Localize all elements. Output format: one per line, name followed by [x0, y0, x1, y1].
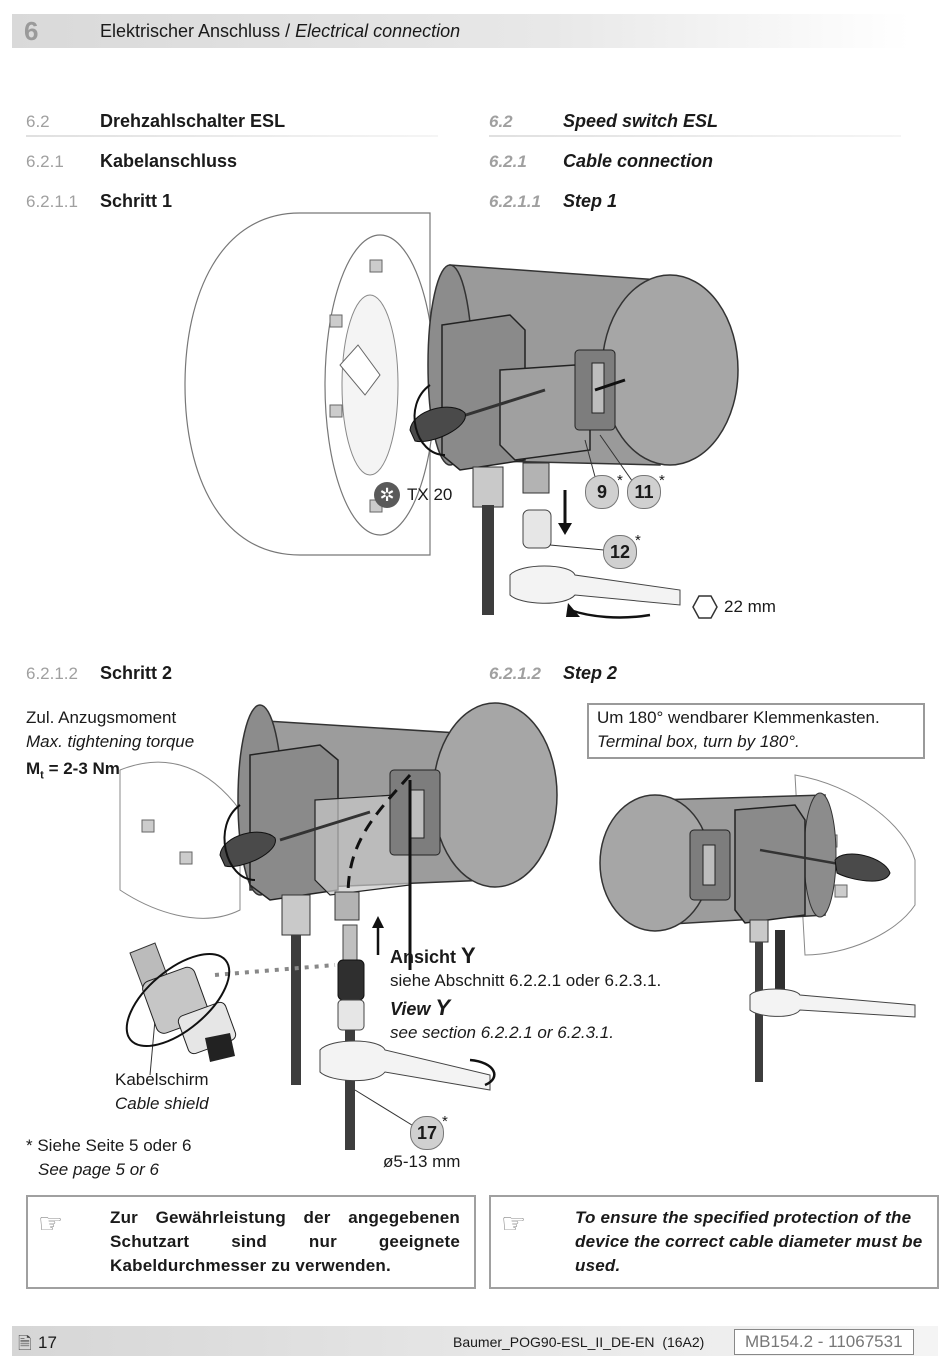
callout-12-asterisk: *: [635, 532, 641, 549]
turn-box-en: Terminal box, turn by 180°.: [597, 732, 800, 751]
note-text-en: To ensure the specified protection of th…: [575, 1208, 923, 1275]
wrench-size-label: 22 mm: [724, 597, 776, 616]
callout-9: 9: [585, 475, 619, 509]
subsection-number-de: 6.2.1: [26, 152, 64, 171]
pointing-hand-icon: ☞: [38, 1208, 64, 1239]
page-number: 17: [38, 1333, 57, 1352]
chapter-number: 6: [24, 16, 39, 46]
footnote-en: See page 5 or 6: [38, 1160, 159, 1179]
header-bar: [12, 14, 910, 48]
torque-label-de: Zul. Anzugsmoment: [26, 708, 177, 727]
step1-title-de: Schritt 1: [100, 191, 173, 211]
callout-12: 12: [603, 535, 637, 569]
callout-11: 11: [627, 475, 661, 509]
view-ref-en: see section 6.2.2.1 or 6.2.3.1.: [390, 1023, 614, 1042]
callout-11-asterisk: *: [659, 472, 665, 489]
turned-encoder-illustration: [599, 774, 916, 1082]
callout-17: 17: [410, 1116, 444, 1150]
cable-shield-label-en: Cable shield: [115, 1094, 209, 1113]
hex-wrench-icon: [692, 595, 718, 619]
section-title-de: Drehzahlschalter ESL: [100, 111, 286, 131]
chapter-title: Elektrischer Anschluss / Electrical conn…: [100, 21, 461, 41]
view-ref-de: siehe Abschnitt 6.2.2.1 oder 6.2.3.1.: [390, 971, 662, 990]
step1-number-de: 6.2.1.1: [26, 192, 78, 211]
torque-value: Mt = 2-3 Nm: [26, 759, 120, 782]
torx-icon: ✲: [374, 482, 400, 508]
section-rule-de: [26, 135, 438, 137]
torque-label-en: Max. tightening torque: [26, 732, 195, 751]
doc-name: Baumer_POG90-ESL_II_DE-EN (16A2): [453, 1334, 705, 1350]
callout-17-asterisk: *: [442, 1113, 448, 1130]
cable-diameter-label: ø5-13 mm: [383, 1152, 461, 1171]
turn-box: [587, 703, 925, 759]
cable-shield-detail: [125, 942, 237, 1062]
callout-9-asterisk: *: [617, 472, 623, 489]
step2-illustration: [119, 702, 558, 1150]
view-label-en: View Y: [390, 995, 451, 1020]
cable-shield-label-de: Kabelschirm: [115, 1070, 209, 1089]
footnote-de: * Siehe Seite 5 oder 6: [26, 1136, 192, 1155]
doc-code: MB154.2 - 11067531: [734, 1329, 914, 1355]
subsection-title-en: Cable connection: [563, 151, 714, 171]
section-number-en: 6.2: [489, 112, 513, 131]
step1-number-en: 6.2.1.1: [489, 192, 541, 211]
step1-title-en: Step 1: [563, 191, 618, 211]
subsection-number-en: 6.2.1: [489, 152, 527, 171]
view-label-de: Ansicht Y: [390, 943, 476, 968]
step2-title-de: Schritt 2: [100, 663, 173, 683]
step2-number-en: 6.2.1.2: [489, 664, 541, 683]
step2-number-de: 6.2.1.2: [26, 664, 78, 683]
subsection-title-de: Kabelanschluss: [100, 151, 238, 171]
note-box-de: [26, 1195, 476, 1289]
note-text-de: Zur Gewährleistung der angegebenen Schut…: [110, 1208, 460, 1275]
section-title-en: Speed switch ESL: [563, 111, 719, 131]
turn-box-de: Um 180° wendbarer Klemmenkasten.: [597, 708, 880, 727]
section-rule-en: [489, 135, 901, 137]
page-icon: 🗎: [18, 1334, 32, 1353]
pointing-hand-icon-en: ☞: [501, 1208, 527, 1239]
torx-size-label: TX 20: [407, 485, 453, 504]
section-number-de: 6.2: [26, 112, 50, 131]
note-box-en: [489, 1195, 939, 1289]
step1-illustration: [184, 212, 739, 619]
step2-title-en: Step 2: [563, 663, 618, 683]
